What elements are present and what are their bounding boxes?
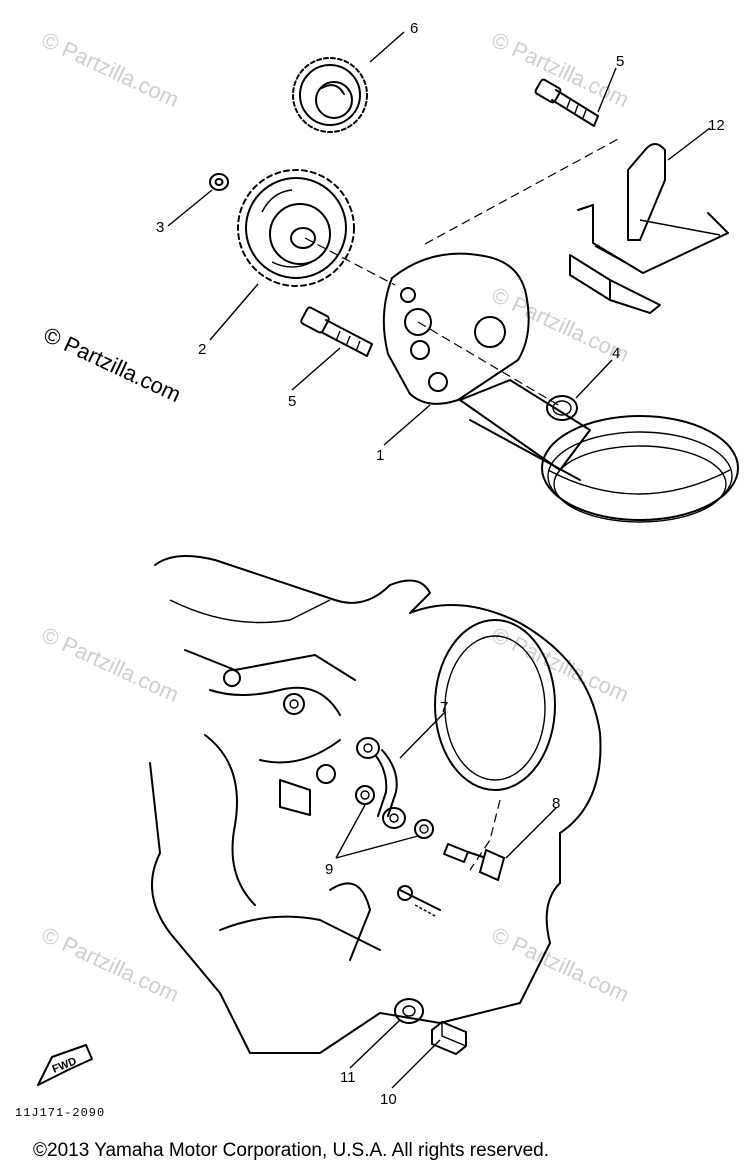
part-2-large-gear <box>237 169 355 287</box>
callout-12: 12 <box>708 117 725 134</box>
part-5-bolt-lower <box>300 306 373 357</box>
callout-7: 7 <box>440 699 448 716</box>
fwd-arrow-icon: FWD <box>37 1044 93 1086</box>
part-5-bolt-upper <box>534 78 599 127</box>
callout-1: 1 <box>376 447 384 464</box>
part-6-small-gear <box>292 57 368 133</box>
part-4-o-ring <box>546 395 578 421</box>
callout-5-upper: 5 <box>616 53 624 70</box>
part-3-clip <box>209 173 229 191</box>
callout-3: 3 <box>156 219 164 236</box>
watermark-strong: © Partzilla.com <box>40 322 185 407</box>
crankcase-section <box>149 555 602 1054</box>
callout-4: 4 <box>612 345 620 362</box>
watermark: © Partzilla.com <box>488 922 633 1007</box>
watermark: © Partzilla.com <box>488 27 633 112</box>
callout-10: 10 <box>380 1091 397 1108</box>
part-8-union-bolt <box>443 843 506 882</box>
callout-6: 6 <box>410 20 418 37</box>
callout-5-lower: 5 <box>288 393 296 410</box>
part-11-washer <box>394 998 424 1024</box>
callout-8: 8 <box>552 795 560 812</box>
callout-9: 9 <box>325 861 333 878</box>
watermark-layer: © Partzilla.com © Partzilla.com © Partzi… <box>38 27 633 1007</box>
watermark: © Partzilla.com <box>38 922 183 1007</box>
watermark: © Partzilla.com <box>488 622 633 707</box>
callout-11: 11 <box>340 1069 356 1086</box>
part-7-oil-pipe <box>356 737 406 829</box>
leader-lines <box>167 31 711 1089</box>
callout-2: 2 <box>198 341 206 358</box>
copyright-notice: ©2013 Yamaha Motor Corporation, U.S.A. A… <box>33 1140 549 1161</box>
part-12-bracket <box>569 143 729 314</box>
part-9-gaskets <box>335 785 434 859</box>
part-10-drain-bolt <box>431 1020 467 1056</box>
alignment-lines <box>304 137 621 407</box>
watermark: © Partzilla.com <box>38 622 183 707</box>
part-1-oil-pump <box>382 252 739 523</box>
callout-labels: 6 5 12 3 2 5 4 1 7 8 9 11 10 <box>156 20 725 1108</box>
diagram-code: 11J171-2090 <box>15 1106 105 1120</box>
watermark: © Partzilla.com <box>38 27 183 112</box>
